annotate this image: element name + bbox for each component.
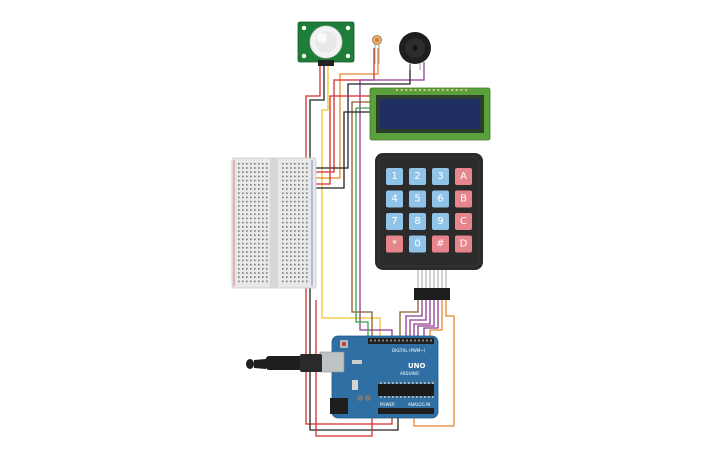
- wire-lcd-green: [355, 107, 370, 340]
- piezo-buzzer: [399, 32, 431, 70]
- keypad-key-label: 4: [391, 194, 397, 205]
- keypad: 1 2 3 A 4 5 6 B 7 8 9 C * 0 # D: [375, 153, 483, 300]
- power-label: POWER: [380, 402, 395, 407]
- arduino-uno: DIGITAL (PWM~) UNO ARDUINO POWER ANALOG …: [319, 335, 439, 419]
- wire-buzzer-purple: [359, 62, 425, 340]
- keypad-ribbon: [417, 270, 447, 290]
- wire-buzzer-black: [316, 64, 411, 169]
- keypad-key[interactable]: 6: [432, 190, 449, 208]
- wire-keypad-7: [429, 300, 443, 340]
- arduino-logo: UNO ARDUINO: [400, 362, 426, 376]
- wire-keypad-2: [405, 300, 423, 340]
- keypad-key-label: #: [436, 239, 444, 250]
- keypad-key-label: *: [392, 239, 397, 250]
- keypad-key[interactable]: *: [386, 235, 403, 253]
- keypad-key[interactable]: 4: [386, 190, 403, 208]
- keypad-key-label: 2: [414, 171, 420, 182]
- usb-jack: [319, 351, 345, 373]
- breadboard-holes: [238, 163, 308, 283]
- lcd-display: [369, 87, 491, 141]
- keypad-keys: 1 2 3 A 4 5 6 B 7 8 9 C * 0 # D: [386, 168, 472, 253]
- keypad-key-label: 3: [437, 171, 443, 182]
- lcd-header-pins: [396, 89, 467, 91]
- wire-pir-yellow: [321, 64, 381, 340]
- uno-logo-text: UNO: [408, 362, 426, 370]
- chip-pins: [380, 382, 434, 398]
- keypad-key[interactable]: #: [432, 235, 449, 253]
- keypad-key-label: 7: [391, 216, 397, 227]
- pir-sensor: [297, 21, 355, 66]
- keypad-key[interactable]: 8: [409, 213, 426, 230]
- usb-cable: [246, 354, 322, 372]
- keypad-key-label: 0: [414, 239, 420, 250]
- keypad-key[interactable]: D: [455, 235, 472, 253]
- breadboard: [231, 157, 317, 289]
- keypad-key[interactable]: 5: [409, 190, 426, 208]
- keypad-key[interactable]: 2: [409, 168, 426, 185]
- keypad-key[interactable]: 3: [432, 168, 449, 185]
- digital-label: DIGITAL (PWM~): [392, 348, 426, 353]
- keypad-key[interactable]: 1: [386, 168, 403, 185]
- wire-lcd-black: [316, 111, 370, 189]
- keypad-key[interactable]: 0: [409, 235, 426, 253]
- keypad-key[interactable]: C: [455, 213, 472, 230]
- wire-pot-red: [316, 48, 375, 173]
- keypad-connector: [414, 288, 450, 300]
- keypad-key[interactable]: 9: [432, 213, 449, 230]
- wire-pot-orange: [316, 48, 379, 179]
- keypad-key-label: 9: [437, 216, 443, 227]
- wire-keypad-8: [413, 300, 455, 427]
- wire-keypad-3: [409, 300, 427, 340]
- keypad-key-label: 8: [414, 216, 420, 227]
- wire-lcd-brown: [351, 101, 373, 340]
- wire-keypad-4: [413, 300, 431, 340]
- wire-lcd-red: [316, 95, 370, 185]
- keypad-key-label: B: [460, 194, 467, 205]
- keypad-key[interactable]: A: [455, 168, 472, 185]
- wire-keypad-6: [423, 300, 439, 340]
- keypad-key-label: C: [460, 216, 467, 227]
- wire-keypad-5: [417, 300, 435, 340]
- lcd-screen: [380, 99, 480, 129]
- keypad-key-label: D: [460, 239, 468, 250]
- keypad-key-label: 5: [414, 194, 420, 205]
- keypad-key[interactable]: 7: [386, 213, 403, 230]
- wires: [305, 48, 455, 437]
- keypad-key-label: A: [460, 171, 467, 182]
- power-jack: [330, 398, 348, 414]
- wire-keypad-1: [399, 300, 419, 340]
- keypad-key[interactable]: B: [455, 190, 472, 208]
- digital-header-pins: [370, 339, 432, 342]
- arduino-brand-text: ARDUINO: [400, 371, 419, 376]
- keypad-key-label: 1: [391, 171, 397, 182]
- atmega-chip: [378, 384, 434, 396]
- photoresistor: [372, 35, 382, 64]
- analog-label: ANALOG IN: [408, 402, 430, 407]
- keypad-key-label: 6: [437, 194, 443, 205]
